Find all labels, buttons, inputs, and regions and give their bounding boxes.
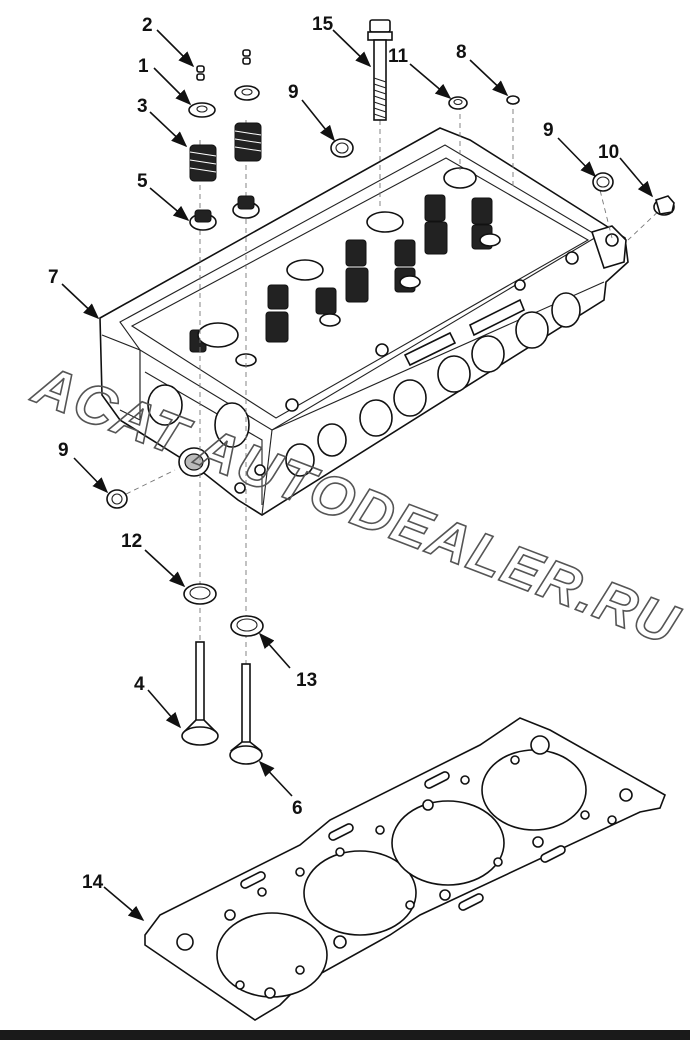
callout-4: 4 [134,674,145,695]
valve-seat-ring-13 [230,615,264,637]
valve-spring-cluster [189,167,579,412]
callout-9-top: 9 [288,82,299,103]
valve-stem-seal-left [189,209,217,231]
leader-lines [61,29,654,922]
callout-10: 10 [598,142,619,163]
callout-9-front: 9 [58,440,69,461]
callout-7: 7 [48,267,59,288]
cylinder-head [99,127,629,516]
callout-8: 8 [456,42,467,63]
head-gasket [144,717,666,1021]
valve-seat-ring-12 [183,583,217,605]
exhaust-valve [229,663,263,765]
assembly-centerlines [117,100,665,750]
seal-front [106,489,128,509]
callout-labels: 1 2 3 4 5 6 7 8 9 9 9 10 11 12 13 14 15 [48,14,619,893]
valve-keeper-right [242,49,251,65]
callout-14: 14 [82,872,104,893]
callout-12: 12 [121,531,142,552]
callout-5: 5 [137,171,148,192]
plug [653,195,675,216]
callout-11: 11 [388,46,409,67]
bottom-border [0,1030,690,1040]
valve-spring-left [189,144,217,182]
callout-13: 13 [296,670,317,691]
seal-rear [592,172,614,192]
valve-keeper-left [196,65,205,81]
intake-valve [181,641,219,746]
spring-retainer-left [188,102,216,118]
o-ring [506,95,520,105]
spring-retainer-right [234,85,260,101]
seal-top [330,138,354,158]
head-bolt [367,19,393,121]
callout-9-rear: 9 [543,120,554,141]
callout-6: 6 [292,798,303,819]
valve-spring-right [234,122,262,162]
callout-3: 3 [137,96,148,117]
valve-stem-seal-right [232,195,260,219]
callout-2: 2 [142,15,153,36]
callout-15: 15 [312,14,334,35]
callout-1: 1 [138,56,149,77]
washer [448,96,468,110]
